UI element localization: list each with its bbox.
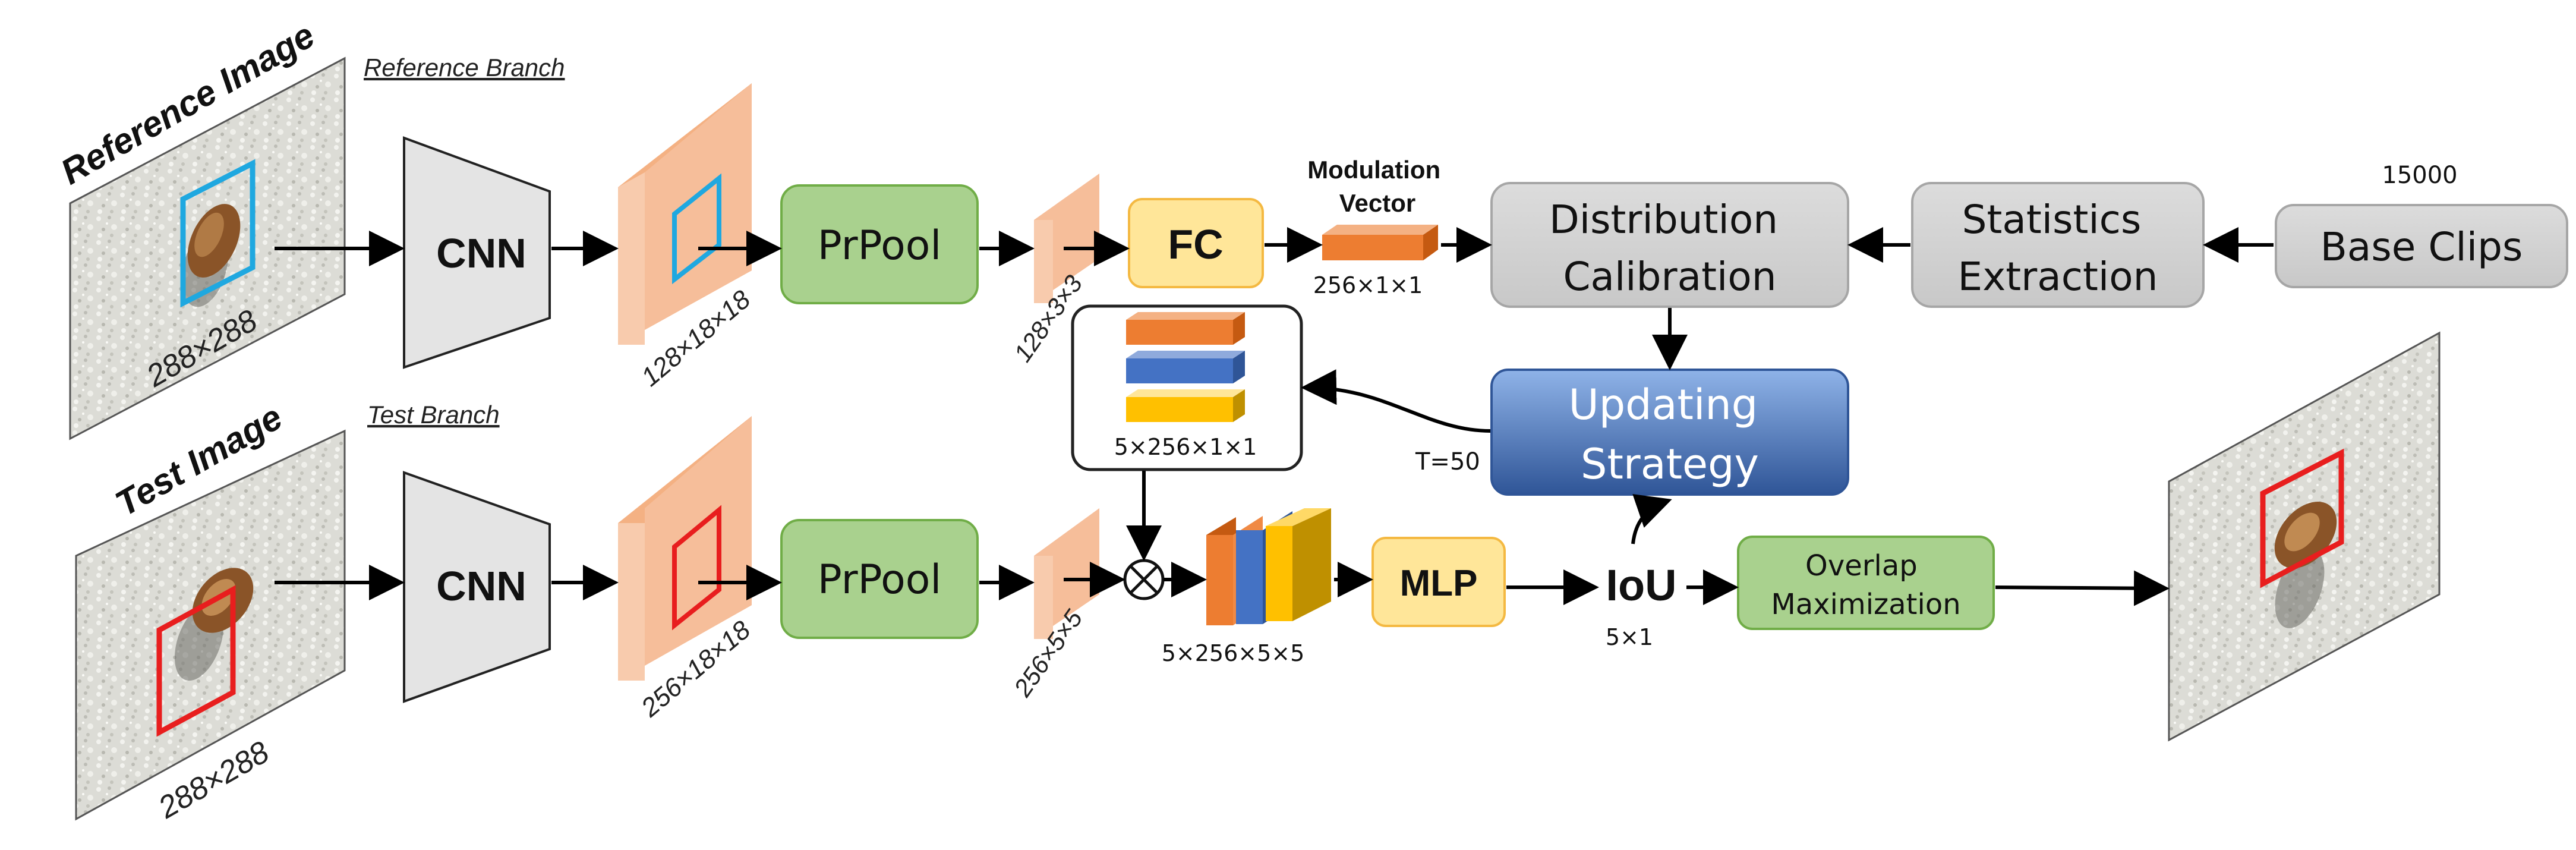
- reference-feature-map: [618, 83, 752, 345]
- vector-bank: 5×256×1×1: [1071, 304, 1303, 471]
- overlap-maximization-block: Overlap Maximization: [1737, 536, 1995, 630]
- fused-feature-stack: [1206, 508, 1331, 625]
- distribution-calibration-line-1: Distribution: [1549, 197, 1778, 243]
- test-prpool-label: PrPool: [818, 556, 941, 603]
- distribution-calibration-block: Distribution Calibration: [1490, 182, 1849, 308]
- statistics-extraction-block: Statistics Extraction: [1911, 182, 2205, 308]
- multiply-icon: [1123, 559, 1165, 600]
- overlap-maximization-line-1: Overlap: [1805, 549, 1918, 583]
- fused-slab-gold: [1266, 508, 1331, 621]
- modulation-vector-dim: 256×1×1: [1313, 272, 1423, 298]
- test-image: [75, 429, 346, 821]
- reference-cnn-label: CNN: [436, 230, 526, 276]
- bank-vector-blue: [1126, 351, 1245, 383]
- fused-feature-dim: 5×256×5×5: [1162, 640, 1305, 666]
- updating-interval: T=50: [1415, 448, 1480, 476]
- updating-strategy-line-2: Strategy: [1581, 440, 1759, 489]
- overlap-maximization-label: Overlap Maximization: [1771, 549, 1960, 621]
- mlp-block: MLP: [1371, 537, 1506, 627]
- bank-vector-gold: [1126, 389, 1245, 422]
- reference-feature-roi: [672, 173, 721, 285]
- moth-icon: [187, 204, 241, 278]
- modulation-vector-line-2: Vector: [1339, 189, 1415, 217]
- fc-block: FC: [1128, 198, 1264, 288]
- overlap-maximization-line-2: Maximization: [1771, 588, 1960, 621]
- reference-pooled-feature: [1034, 174, 1099, 303]
- vector-bank-dim: 5×256×1×1: [1114, 434, 1257, 460]
- fc-label: FC: [1168, 221, 1223, 267]
- statistics-extraction-label: Statistics Extraction: [1958, 197, 2158, 300]
- statistics-extraction-line-1: Statistics: [1962, 197, 2142, 243]
- reference-prpool-block: PrPool: [780, 184, 979, 304]
- test-pooled-feature: [1034, 508, 1099, 639]
- test-prpool-block: PrPool: [780, 519, 979, 639]
- test-cnn-label: CNN: [436, 563, 526, 609]
- base-clips-block: Base Clips: [2275, 204, 2568, 288]
- iou-dim: 5×1: [1606, 624, 1653, 650]
- test-bbox: [156, 585, 236, 737]
- distribution-calibration-line-2: Calibration: [1563, 254, 1776, 300]
- flow-arrows: [275, 227, 2274, 606]
- updating-strategy-block: Updating Strategy: [1490, 369, 1849, 496]
- statistics-extraction-line-2: Extraction: [1958, 254, 2158, 300]
- reference-bbox: [180, 159, 256, 308]
- bank-vector-orange: [1126, 312, 1245, 345]
- iou-label: IoU: [1606, 561, 1676, 610]
- mlp-label: MLP: [1400, 563, 1478, 604]
- distribution-calibration-label: Distribution Calibration: [1549, 197, 1790, 300]
- test-branch-label: Test Branch: [367, 401, 500, 429]
- base-clips-label: Base Clips: [2320, 224, 2523, 270]
- reference-cnn-block: CNN: [403, 136, 551, 369]
- base-clips-count: 15000: [2382, 162, 2457, 189]
- moth-icon: [192, 568, 254, 633]
- modulation-vector-label: Modulation Vector: [1307, 156, 1448, 217]
- updating-strategy-label: Updating Strategy: [1569, 380, 1771, 489]
- updating-strategy-line-1: Updating: [1569, 380, 1758, 429]
- reference-branch-label: Reference Branch: [364, 53, 565, 81]
- output-image: [2168, 331, 2441, 742]
- reference-image: [69, 56, 346, 440]
- test-feature-roi: [672, 505, 721, 631]
- reference-prpool-label: PrPool: [818, 222, 941, 269]
- test-cnn-block: CNN: [403, 471, 551, 703]
- modulation-vector-line-1: Modulation: [1307, 156, 1440, 184]
- test-feature-map: [618, 416, 752, 681]
- output-bbox: [2260, 448, 2344, 588]
- modulation-vector: [1322, 225, 1438, 260]
